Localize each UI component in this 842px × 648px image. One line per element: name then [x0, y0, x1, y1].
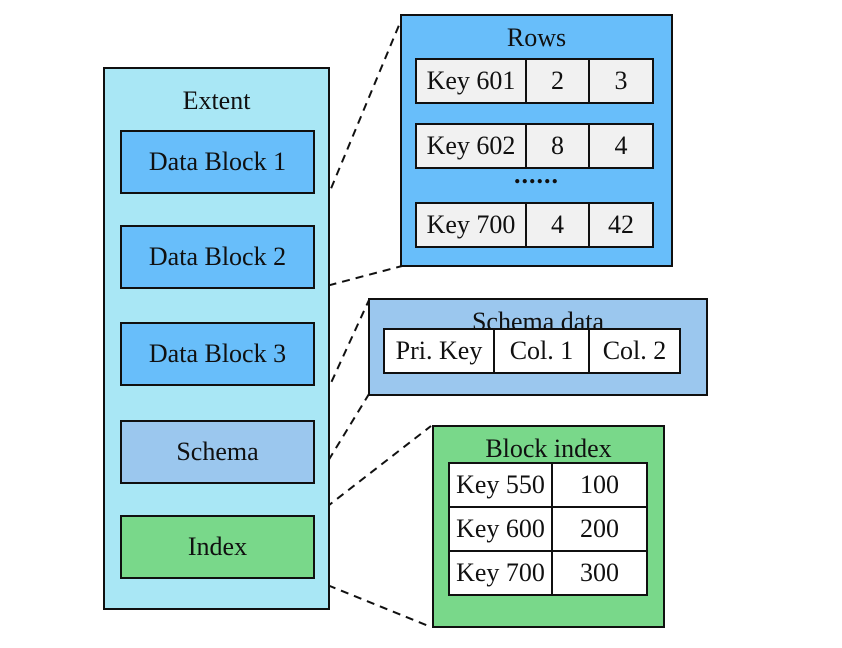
schema-data-table: Pri. Key Col. 1 Col. 2 [383, 328, 681, 374]
row-value-cell: 4 [525, 202, 590, 248]
table-row: Key 700 300 [448, 550, 648, 596]
row-value-cell: 42 [588, 202, 654, 248]
row-value-cell: 3 [588, 58, 654, 104]
index-key-cell: Key 550 [448, 462, 553, 508]
block-index-panel: Block index Key 550 100 Key 600 200 Key … [432, 425, 665, 628]
block-index-table: Key 550 100 Key 600 200 Key 700 300 [448, 462, 648, 596]
rows-table-row-2: Key 602 8 4 [415, 123, 654, 169]
index-offset-cell: 200 [551, 506, 648, 552]
data-block-2: Data Block 2 [120, 225, 315, 289]
index-key-cell: Key 600 [448, 506, 553, 552]
block-index-title: Block index [485, 434, 612, 463]
connector-index-blockindex-bottom [314, 579, 432, 628]
schema-data-panel: Schema data Pri. Key Col. 1 Col. 2 [368, 298, 708, 396]
data-block-3: Data Block 3 [120, 322, 315, 386]
schema-col-cell: Pri. Key [383, 328, 495, 374]
table-row: Key 550 100 [448, 462, 648, 508]
schema-col-cell: Col. 2 [588, 328, 681, 374]
rows-ellipsis: ...... [514, 160, 559, 189]
rows-table-row-3: Key 700 4 42 [415, 202, 654, 248]
row-value-cell: 4 [588, 123, 654, 169]
index-block: Index [120, 515, 315, 579]
index-key-cell: Key 700 [448, 550, 553, 596]
row-value-cell: 8 [525, 123, 590, 169]
data-block-1: Data Block 1 [120, 130, 315, 194]
index-offset-cell: 100 [551, 462, 648, 508]
table-row: Key 600 200 [448, 506, 648, 552]
row-key-cell: Key 700 [415, 202, 527, 248]
rows-panel: Rows Key 601 2 3 Key 602 8 4 ...... Key … [400, 14, 673, 267]
rows-table-row-1: Key 601 2 3 [415, 58, 654, 104]
row-value-cell: 2 [525, 58, 590, 104]
connector-index-blockindex-top [314, 425, 432, 517]
schema-block: Schema [120, 420, 315, 484]
row-key-cell: Key 601 [415, 58, 527, 104]
index-offset-cell: 300 [551, 550, 648, 596]
row-key-cell: Key 602 [415, 123, 527, 169]
schema-col-cell: Col. 1 [493, 328, 590, 374]
extent-box: Extent Data Block 1 Data Block 2 Data Bl… [103, 67, 330, 610]
rows-panel-title: Rows [506, 23, 567, 52]
extent-title: Extent [182, 86, 251, 115]
